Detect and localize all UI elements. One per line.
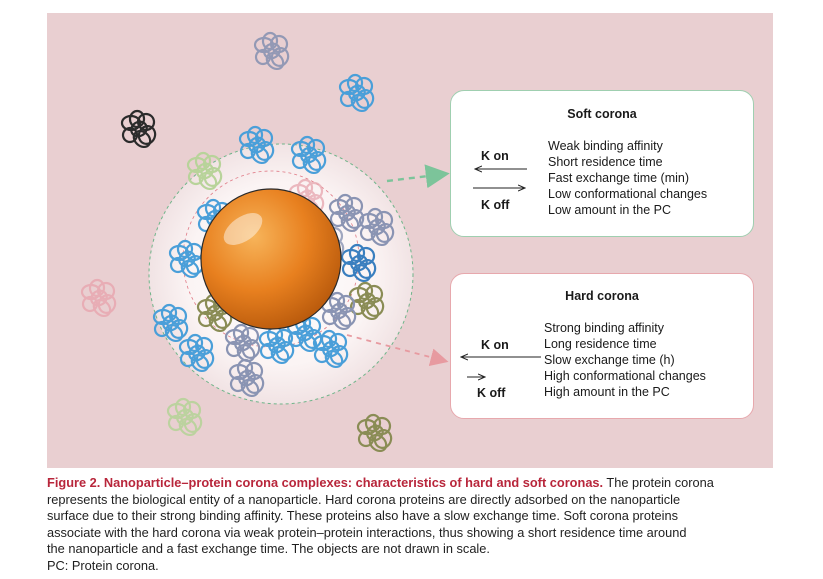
soft-k-off-label: K off [481,198,510,212]
nanoparticle-icon [200,188,342,330]
soft-corona-box: Soft corona K on K off Weak binding affi… [450,90,754,237]
hard-corona-properties: Strong binding affinity Long residence t… [544,320,706,400]
hard-corona-box: Hard corona K on K off Strong binding af… [450,273,754,419]
soft-k-on-arrow [471,164,527,174]
hard-connector-arrow [346,334,449,367]
hard-k-off-label: K off [477,386,506,400]
hard-property: High amount in the PC [544,385,670,399]
soft-k-off-arrow [473,183,529,193]
soft-property: Fast exchange time (min) [548,171,690,185]
caption-abbreviation: PC: Protein corona. [47,557,159,573]
soft-property: Short residence time [548,155,663,169]
protein-blob-icon [238,125,275,165]
protein-blob-icon [178,333,215,373]
protein-blob-icon [338,73,375,113]
protein-blob-icon [80,278,117,318]
hard-property: Slow exchange time (h) [544,353,675,367]
figure-panel: Soft corona K on K off Weak binding affi… [47,13,773,468]
protein-blob-icon [312,329,349,369]
hard-property: High conformational changes [544,369,706,383]
protein-blob-icon [152,303,189,343]
soft-connector-arrow [386,164,450,189]
protein-blob-icon [224,323,261,363]
soft-property: Low conformational changes [548,187,708,201]
protein-blob-icon [166,397,203,437]
protein-blob-icon [253,31,290,71]
hard-property: Strong binding affinity [544,321,664,335]
corona-diagram [80,31,450,453]
protein-blob-icon [186,151,223,191]
caption-text: The protein corona [603,475,714,490]
caption-line: associate with the hard corona via weak … [47,524,687,540]
protein-blob-icon [120,109,157,149]
protein-blob-icon [358,207,395,247]
protein-blob-icon [320,291,357,331]
protein-blob-icon [328,193,365,233]
caption-first-line: Figure 2. Nanoparticle–protein corona co… [47,475,773,492]
protein-blob-icon [290,135,327,175]
protein-blob-icon [168,239,205,279]
caption-title: Figure 2. Nanoparticle–protein corona co… [47,475,604,490]
hard-k-on-arrow [457,352,541,362]
protein-blob-icon [356,413,393,453]
hard-property: Long residence time [544,337,657,351]
hard-corona-title: Hard corona [565,289,639,303]
soft-property: Low amount in the PC [548,203,671,217]
hard-k-off-arrow [467,372,489,382]
caption-line: the nanoparticle and a fast exchange tim… [47,541,490,556]
soft-property: Weak binding affinity [548,139,663,153]
soft-corona-title: Soft corona [567,107,637,121]
caption-line: represents the biological entity of a na… [47,491,681,507]
protein-blob-icon [228,358,265,398]
soft-corona-properties: Weak binding affinity Short residence ti… [548,138,707,218]
caption-line: surface due to their strong binding affi… [47,508,678,523]
figure-caption: Figure 2. Nanoparticle–protein corona co… [47,475,773,574]
protein-blob-icon [340,243,377,283]
soft-k-on-label: K on [481,149,509,163]
hard-k-on-label: K on [481,338,509,352]
